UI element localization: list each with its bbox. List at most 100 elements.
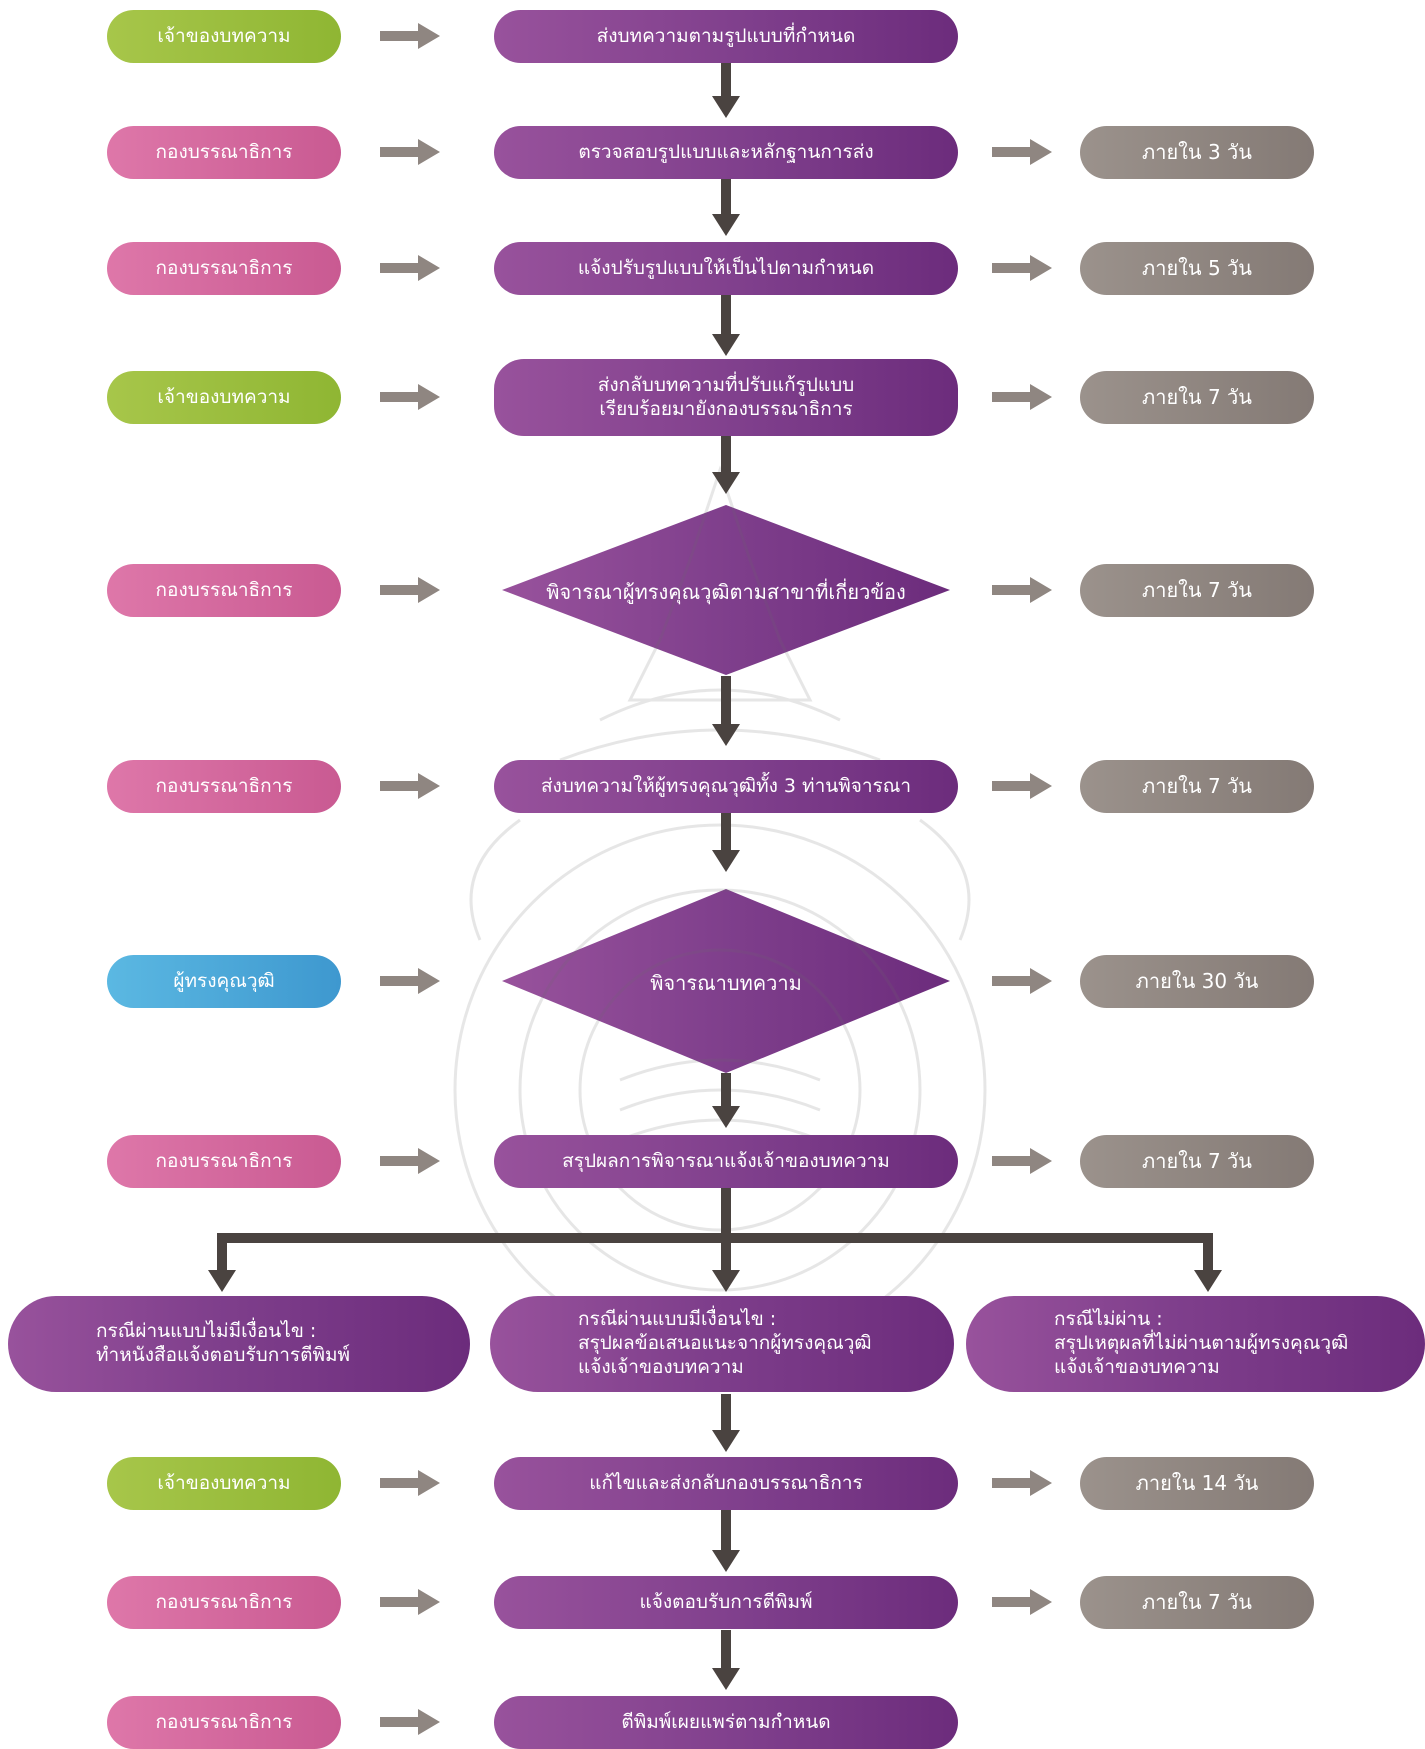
side-arrow-icon bbox=[380, 139, 440, 165]
timeframe-badge-label: ภายใน 5 วัน bbox=[1142, 256, 1252, 280]
process-step-label: สรุปผลการพิจารณาแจ้งเจ้าของบทความ bbox=[562, 1149, 890, 1172]
process-step: แจ้งปรับรูปแบบให้เป็นไปตามกำหนด bbox=[494, 242, 958, 295]
down-arrow-icon bbox=[208, 1238, 236, 1292]
side-arrow-icon bbox=[992, 1148, 1052, 1174]
role-badge-label: กองบรรณาธิการ bbox=[155, 578, 293, 601]
down-arrow-icon bbox=[712, 436, 740, 494]
timeframe-badge-label: ภายใน 7 วัน bbox=[1142, 774, 1252, 798]
decision-review-article-label: พิจารณาบทความ bbox=[650, 971, 802, 995]
process-step: แจ้งตอบรับการตีพิมพ์ bbox=[494, 1576, 958, 1629]
timeframe-badge-label: ภายใน 30 วัน bbox=[1135, 969, 1259, 993]
timeframe-badge-label: ภายใน 7 วัน bbox=[1142, 578, 1252, 602]
process-step-label-line2: เรียบร้อยมายังกองบรรณาธิการ bbox=[599, 397, 853, 420]
outcome-branch-line2: ทำหนังสือแจ้งตอบรับการตีพิมพ์ bbox=[96, 1344, 351, 1366]
process-step: ส่งบทความให้ผู้ทรงคุณวุฒิทั้ง 3 ท่านพิจา… bbox=[494, 760, 958, 813]
side-arrow-icon bbox=[992, 1589, 1052, 1615]
down-arrow-icon bbox=[712, 178, 740, 236]
process-step-label: ตีพิมพ์เผยแพร่ตามกำหนด bbox=[621, 1710, 831, 1733]
timeframe-badge: ภายใน 7 วัน bbox=[1080, 1576, 1314, 1629]
side-arrow-icon bbox=[380, 1148, 440, 1174]
timeframe-badge: ภายใน 5 วัน bbox=[1080, 242, 1314, 295]
timeframe-badge-label: ภายใน 7 วัน bbox=[1142, 1590, 1252, 1614]
timeframe-badge-label: ภายใน 7 วัน bbox=[1142, 385, 1252, 409]
process-step: ส่งกลับบทความที่ปรับแก้รูปแบบเรียบร้อยมา… bbox=[494, 359, 958, 436]
role-badge: ผู้ทรงคุณวุฒิ bbox=[107, 955, 341, 1008]
process-step: ตีพิมพ์เผยแพร่ตามกำหนด bbox=[494, 1696, 958, 1749]
timeframe-badge: ภายใน 7 วัน bbox=[1080, 1135, 1314, 1188]
down-arrow-icon bbox=[712, 676, 740, 746]
side-arrow-icon bbox=[992, 773, 1052, 799]
down-arrow-icon bbox=[712, 1510, 740, 1572]
timeframe-badge: ภายใน 30 วัน bbox=[1080, 955, 1314, 1008]
down-arrow-icon bbox=[712, 812, 740, 872]
outcome-branch-line3: แจ้งเจ้าของบทความ bbox=[1054, 1355, 1220, 1378]
process-step-label: ส่งบทความให้ผู้ทรงคุณวุฒิทั้ง 3 ท่านพิจา… bbox=[540, 774, 912, 797]
role-badge: กองบรรณาธิการ bbox=[107, 1576, 341, 1629]
side-arrow-icon bbox=[380, 577, 440, 603]
process-step: แก้ไขและส่งกลับกองบรรณาธิการ bbox=[494, 1457, 958, 1510]
role-badge-label: กองบรรณาธิการ bbox=[155, 1590, 293, 1613]
branch-connector bbox=[217, 1187, 1213, 1243]
process-step-label-line1: ส่งกลับบทความที่ปรับแก้รูปแบบ bbox=[597, 373, 855, 396]
down-arrow-icon bbox=[712, 1630, 740, 1690]
process-step: ส่งบทความตามรูปแบบที่กำหนด bbox=[494, 10, 958, 63]
role-badge-label: ผู้ทรงคุณวุฒิ bbox=[173, 969, 275, 992]
side-arrow-icon bbox=[992, 577, 1052, 603]
decision-select-reviewers bbox=[502, 505, 950, 675]
process-step: สรุปผลการพิจารณาแจ้งเจ้าของบทความ bbox=[494, 1135, 958, 1188]
role-badge: กองบรรณาธิการ bbox=[107, 126, 341, 179]
timeframe-badge: ภายใน 3 วัน bbox=[1080, 126, 1314, 179]
outcome-branch-line2: สรุปเหตุผลที่ไม่ผ่านตามผู้ทรงคุณวุฒิ bbox=[1054, 1332, 1349, 1355]
role-badge-label: เจ้าของบทความ bbox=[157, 1471, 291, 1494]
outcome-branch-line1: กรณีผ่านแบบไม่มีเงื่อนไข : bbox=[96, 1320, 317, 1343]
down-arrow-icon bbox=[712, 62, 740, 118]
timeframe-badge: ภายใน 14 วัน bbox=[1080, 1457, 1314, 1510]
process-step-label: ส่งบทความตามรูปแบบที่กำหนด bbox=[596, 24, 856, 47]
process-step-label: แก้ไขและส่งกลับกองบรรณาธิการ bbox=[589, 1471, 863, 1494]
outcome-branch-line3: แจ้งเจ้าของบทความ bbox=[578, 1355, 744, 1378]
role-badge: เจ้าของบทความ bbox=[107, 371, 341, 424]
side-arrow-icon bbox=[380, 773, 440, 799]
role-badge-label: กองบรรณาธิการ bbox=[155, 140, 293, 163]
role-badge: เจ้าของบทความ bbox=[107, 10, 341, 63]
role-badge-label: กองบรรณาธิการ bbox=[155, 1710, 293, 1733]
down-arrow-icon bbox=[1194, 1238, 1222, 1292]
side-arrow-icon bbox=[380, 1709, 440, 1735]
role-badge: กองบรรณาธิการ bbox=[107, 242, 341, 295]
role-badge-label: กองบรรณาธิการ bbox=[155, 256, 293, 279]
down-arrow-icon bbox=[712, 1394, 740, 1452]
side-arrow-icon bbox=[992, 968, 1052, 994]
timeframe-badge-label: ภายใน 7 วัน bbox=[1142, 1149, 1252, 1173]
decision-select-reviewers-label: พิจารณาผู้ทรงคุณวุฒิตามสาขาที่เกี่ยวข้อง bbox=[546, 580, 906, 604]
down-arrow-icon bbox=[712, 1238, 740, 1292]
outcome-branch-text: กรณีไม่ผ่าน :สรุปเหตุผลที่ไม่ผ่านตามผู้ท… bbox=[1054, 1308, 1348, 1379]
outcome-branch-line1: กรณีไม่ผ่าน : bbox=[1054, 1308, 1163, 1331]
outcome-branch: กรณีไม่ผ่าน :สรุปเหตุผลที่ไม่ผ่านตามผู้ท… bbox=[966, 1296, 1425, 1392]
timeframe-badge: ภายใน 7 วัน bbox=[1080, 564, 1314, 617]
role-badge: เจ้าของบทความ bbox=[107, 1457, 341, 1510]
process-step-label: แจ้งปรับรูปแบบให้เป็นไปตามกำหนด bbox=[577, 256, 875, 279]
role-badge: กองบรรณาธิการ bbox=[107, 760, 341, 813]
role-badge: กองบรรณาธิการ bbox=[107, 1135, 341, 1188]
role-badge-label: กองบรรณาธิการ bbox=[155, 1149, 293, 1172]
outcome-branch-text: กรณีผ่านแบบไม่มีเงื่อนไข :ทำหนังสือแจ้งต… bbox=[96, 1320, 350, 1368]
side-arrow-icon bbox=[380, 1470, 440, 1496]
role-badge-label: เจ้าของบทความ bbox=[157, 385, 291, 408]
side-arrow-icon bbox=[992, 384, 1052, 410]
outcome-branch: กรณีผ่านแบบมีเงื่อนไข :สรุปผลข้อเสนอแนะจ… bbox=[490, 1296, 954, 1392]
role-badge: กองบรรณาธิการ bbox=[107, 564, 341, 617]
outcome-branch-line1: กรณีผ่านแบบมีเงื่อนไข : bbox=[578, 1308, 777, 1331]
process-step-label: แจ้งตอบรับการตีพิมพ์ bbox=[639, 1590, 813, 1613]
timeframe-badge: ภายใน 7 วัน bbox=[1080, 760, 1314, 813]
outcome-branch: กรณีผ่านแบบไม่มีเงื่อนไข :ทำหนังสือแจ้งต… bbox=[8, 1296, 470, 1392]
side-arrow-icon bbox=[992, 1470, 1052, 1496]
role-badge-label: กองบรรณาธิการ bbox=[155, 774, 293, 797]
side-arrow-icon bbox=[992, 139, 1052, 165]
timeframe-badge-label: ภายใน 14 วัน bbox=[1135, 1471, 1259, 1495]
timeframe-badge: ภายใน 7 วัน bbox=[1080, 371, 1314, 424]
down-arrow-icon bbox=[712, 1073, 740, 1128]
role-badge: กองบรรณาธิการ bbox=[107, 1696, 341, 1749]
role-badge-label: เจ้าของบทความ bbox=[157, 24, 291, 47]
decision-review-article bbox=[502, 889, 950, 1073]
